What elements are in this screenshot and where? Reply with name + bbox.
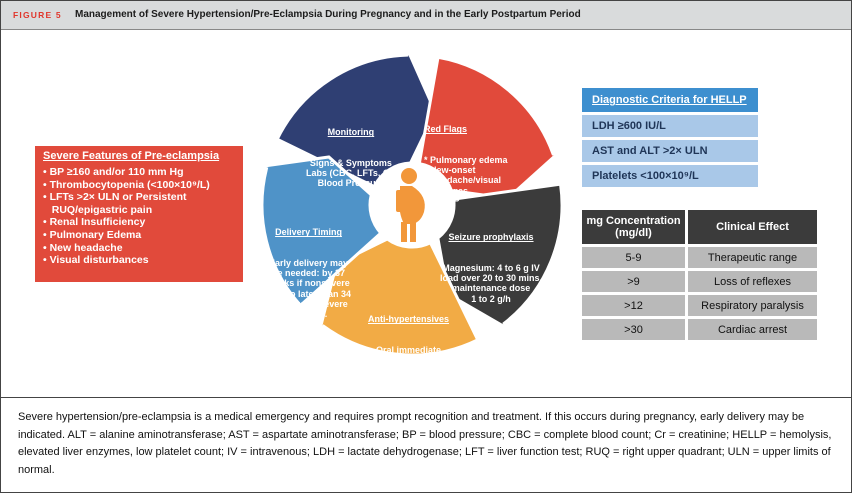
hellp-criteria: Diagnostic Criteria for HELLP LDH ≥600 I… [582, 88, 758, 187]
concentration-cell: >30 [582, 319, 685, 340]
figure-caption: Severe hypertension/pre-eclampsia is a m… [18, 411, 832, 476]
clinical-effect-cell: Therapeutic range [688, 247, 817, 268]
delivery-line: features. [289, 309, 328, 320]
monitoring-line: Labs (CBC, LFTs, Cr) [306, 168, 396, 179]
red_flags-line: * Pulmonary edema [424, 155, 508, 166]
red_flags-line: changes [424, 185, 469, 196]
caption-divider [0, 397, 851, 398]
clinical-effect-cell: Cardiac arrest [688, 319, 817, 340]
figure-title: Management of Severe Hypertension/Pre-Ec… [75, 9, 581, 20]
antihypertensives-line: IV labetalol [384, 365, 433, 376]
severe-feature-item: • LFTs >2× ULN or Persistent [43, 191, 187, 204]
magnesium-table: mg Concentration (mg/dl) Clinical Effect… [582, 210, 817, 340]
seizure-text: Seizure prophylaxis Magnesium: 4 to 6 g … [440, 212, 542, 314]
severe-features-title: Severe Features of Pre-eclampsia [43, 150, 220, 162]
header-clinical-effect: Clinical Effect [688, 210, 817, 244]
severe-feature-item: • Thrombocytopenia (<100×10⁹/L) [43, 178, 210, 191]
red-flags-title: Red Flags [424, 124, 468, 135]
seizure-segment [436, 182, 564, 331]
seizure-line: Magnesium: 4 to 6 g IV [442, 263, 540, 274]
delivery-segment [258, 155, 383, 308]
concentration-cell: >9 [582, 271, 685, 292]
monitoring-line: Blood Pressure [317, 178, 385, 189]
antihypertensives-title: Anti-hypertensives [368, 314, 450, 325]
delivery-line: weeks if nonsevere [267, 278, 350, 289]
pregnant-woman-icon [396, 168, 425, 242]
hellp-criterion: Platelets <100×10⁹/L [582, 165, 758, 187]
clinical-effect-cell: Loss of reflexes [688, 271, 817, 292]
antihypertensives-line: IV hydralazine [378, 375, 439, 386]
delivery-line: Early delivery may [268, 258, 349, 269]
severe-feature-item: • New headache [43, 241, 123, 254]
severe-features-list: • BP ≥160 and/or 110 mm Hg• Thrombocytop… [43, 166, 210, 267]
figure-label: FIGURE 5 [13, 10, 62, 20]
delivery-line: weeks with severe [269, 298, 348, 309]
hellp-title: Diagnostic Criteria for HELLP [582, 88, 758, 112]
hellp-criterion: LDH ≥600 IU/L [582, 115, 758, 137]
red_flags-line: * HELLP [424, 195, 460, 206]
delivery-line: be needed: by 37 [272, 268, 346, 279]
monitoring-line: Signs & Symptoms [309, 158, 392, 169]
antihypertensives-line: release nifedipine [370, 355, 447, 366]
seizure-line: maintenance dose [451, 283, 531, 294]
severe-feature-item: • BP ≥160 and/or 110 mm Hg [43, 166, 184, 178]
antihypertensives-segment [317, 237, 480, 357]
clinical-effect-cell: Respiratory paralysis [688, 295, 817, 316]
severe-feature-item: RUQ/epigastric pain [43, 203, 153, 216]
header-concentration: mg Concentration (mg/dl) [582, 210, 685, 244]
delivery-line: and no later than 34 [266, 288, 352, 299]
seizure-title: Seizure prophylaxis [448, 232, 534, 243]
hellp-criterion: AST and ALT >2× ULN [582, 140, 758, 162]
red-flags-text: Red Flags * Pulmonary edema* New-onset h… [424, 104, 508, 216]
red_flags-line: * New-onset [424, 165, 476, 176]
monitoring-segment [275, 46, 437, 189]
severe-feature-item: • Renal Insufficiency [43, 216, 146, 229]
monitoring-title: Monitoring [327, 127, 375, 138]
seizure-line: 1 to 2 g/h [471, 293, 511, 304]
antihypertensives-line: Oral immediate [376, 345, 442, 356]
figure-header: FIGURE 5 Management of Severe Hypertensi… [1, 1, 851, 30]
severe-feature-item: • Pulmonary Edema [43, 228, 142, 241]
concentration-cell: 5-9 [582, 247, 685, 268]
red-flags-segment [417, 55, 562, 200]
seizure-line: load over 20 to 30 mins, [440, 273, 543, 284]
magnesium-table-header: mg Concentration (mg/dl) Clinical Effect [582, 210, 817, 244]
red_flags-line: headache/visual [424, 175, 502, 186]
severe-feature-item: • Visual disturbances [43, 254, 149, 267]
severe-features-box: Severe Features of Pre-eclampsia • BP ≥1… [35, 146, 243, 282]
delivery-title: Delivery Timing [275, 227, 342, 238]
concentration-cell: >12 [582, 295, 685, 316]
